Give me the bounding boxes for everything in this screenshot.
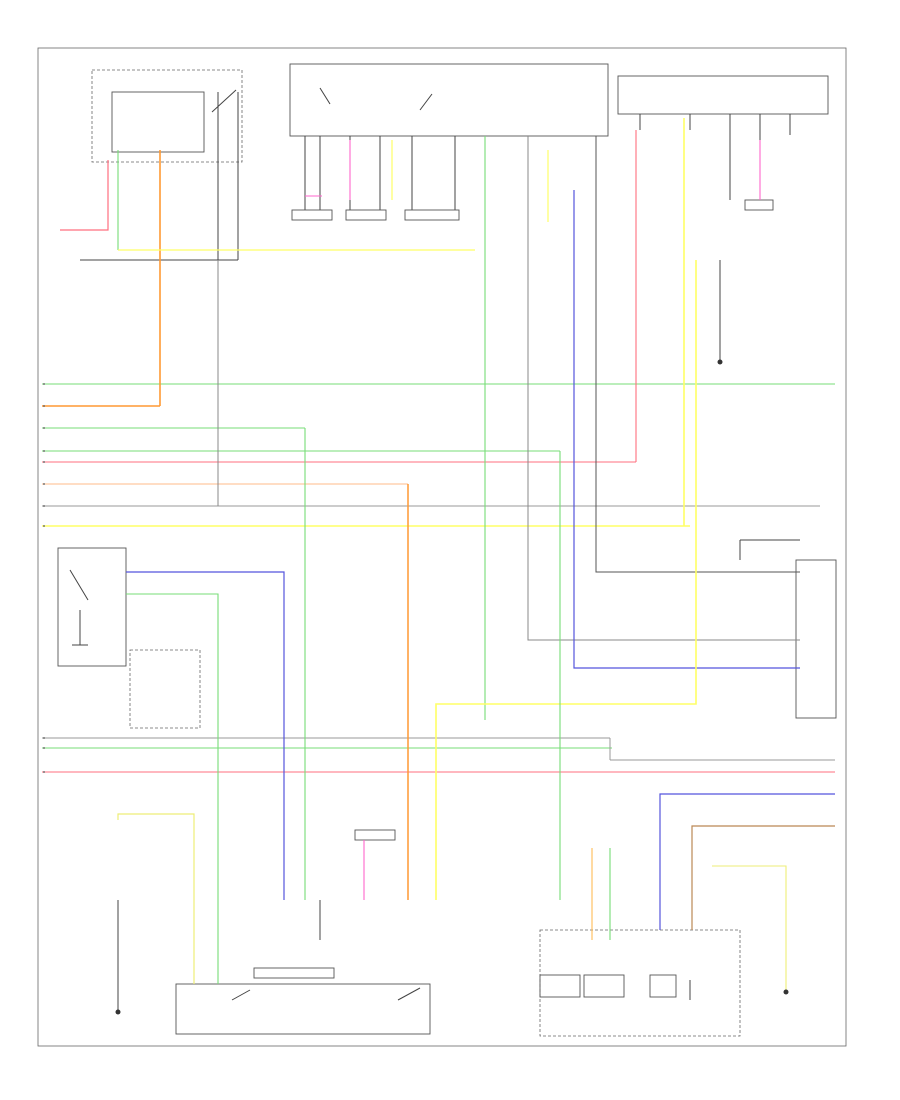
top-left-relay xyxy=(80,69,243,261)
wire-blue-left xyxy=(126,571,285,900)
ground-bottom-left xyxy=(115,1009,121,1015)
diagram-frame xyxy=(37,47,847,1047)
wire-bus xyxy=(42,383,835,773)
wire-blue-br xyxy=(659,793,835,930)
left-switch-module xyxy=(57,547,201,729)
wire-yellow-br xyxy=(712,865,787,990)
wire-yellow-right-2 xyxy=(435,260,697,900)
top-right-module xyxy=(617,75,829,211)
wire-routes xyxy=(60,118,835,1010)
wire-black-right xyxy=(595,136,800,573)
wire-gray-center xyxy=(527,136,800,641)
bottom-left-switch xyxy=(175,967,431,1035)
bottom-right-module xyxy=(354,829,741,1037)
wire-brown-br xyxy=(691,825,835,930)
wire-green-left xyxy=(126,593,219,984)
top-center-module xyxy=(289,63,609,221)
edge-markers-left xyxy=(43,383,45,773)
ground-bottom-right xyxy=(783,989,789,995)
wire-yellow-bottom-left xyxy=(117,813,195,984)
ground-top-right xyxy=(717,359,723,365)
right-side-module xyxy=(739,539,837,719)
wire-blue-center xyxy=(573,190,800,669)
wire-red-left xyxy=(60,160,109,231)
